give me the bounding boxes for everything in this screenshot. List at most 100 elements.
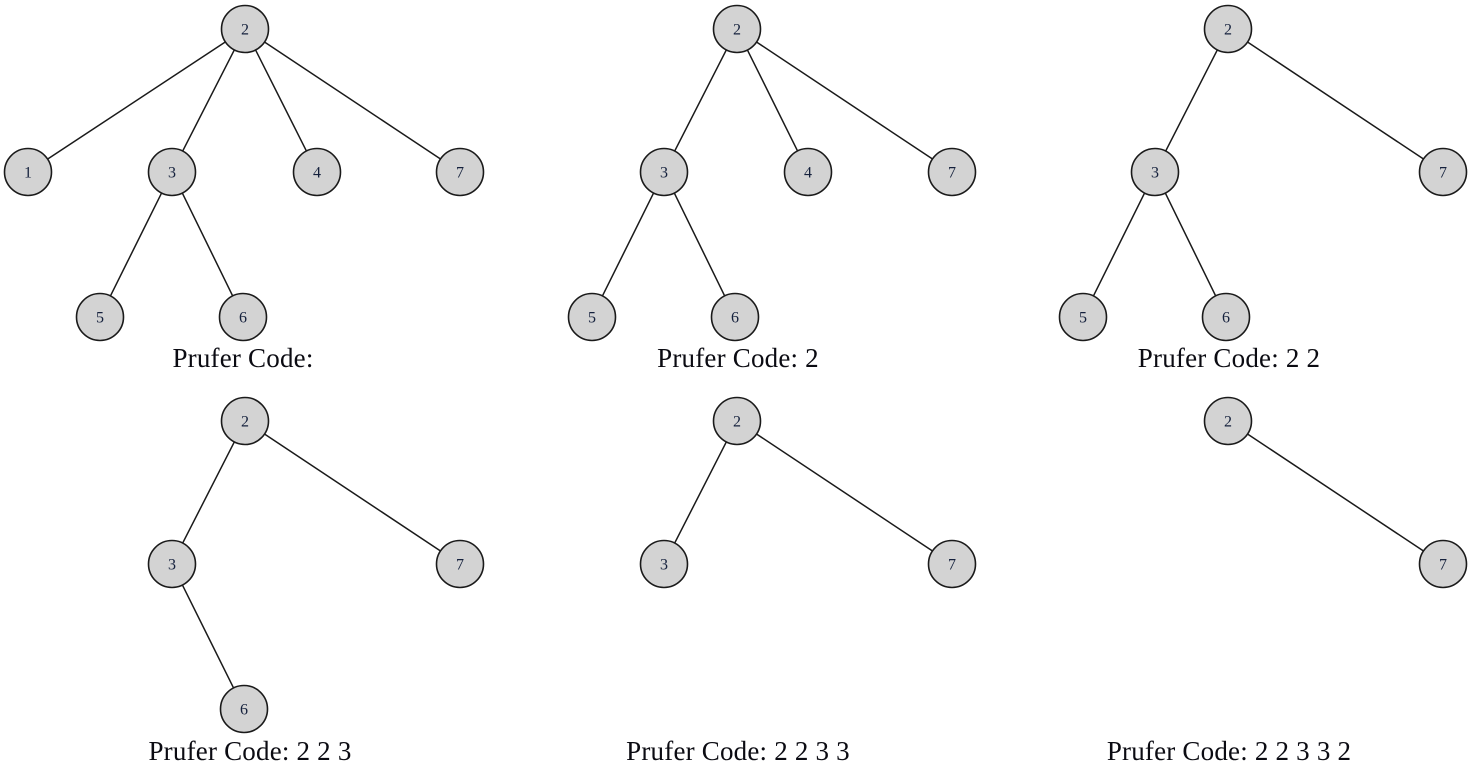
- node-circle-4[interactable]: [783, 147, 833, 197]
- edge-2-3: [673, 440, 728, 545]
- node-circle-5[interactable]: [567, 292, 617, 342]
- panel-4-caption: Prufer Code: 2 2 3: [148, 736, 352, 766]
- node-2[interactable]: 2: [1203, 4, 1253, 54]
- node-3[interactable]: 3: [147, 147, 197, 197]
- node-6[interactable]: 6: [218, 292, 268, 342]
- edge-2-3: [181, 440, 236, 545]
- node-label-6: 6: [240, 702, 248, 719]
- edge-2-3: [181, 48, 236, 153]
- node-label-6: 6: [731, 310, 739, 327]
- edge-3-5: [1092, 191, 1146, 298]
- node-circle-5[interactable]: [1058, 292, 1108, 342]
- panel-3-caption: Prufer Code: 2 2: [1137, 343, 1321, 373]
- node-circle-1[interactable]: [3, 147, 53, 197]
- node-label-7: 7: [948, 165, 956, 182]
- node-7[interactable]: 7: [435, 539, 485, 589]
- node-5[interactable]: 5: [75, 292, 125, 342]
- node-6[interactable]: 6: [1201, 292, 1251, 342]
- edge-2-7: [754, 40, 935, 161]
- node-circle-3[interactable]: [147, 147, 197, 197]
- node-3[interactable]: 3: [1130, 147, 1180, 197]
- node-6[interactable]: 6: [219, 684, 269, 734]
- panel-6-caption: Prufer Code: 2 2 3 3 2: [1106, 736, 1352, 766]
- node-4[interactable]: 4: [783, 147, 833, 197]
- node-circle-7[interactable]: [1418, 539, 1468, 589]
- edge-2-7: [1245, 432, 1426, 553]
- node-label-3: 3: [168, 165, 176, 182]
- node-circle-6[interactable]: [1201, 292, 1251, 342]
- node-5[interactable]: 5: [1058, 292, 1108, 342]
- node-circle-6[interactable]: [219, 684, 269, 734]
- node-7[interactable]: 7: [927, 147, 977, 197]
- edge-2-3: [1164, 48, 1219, 153]
- node-circle-2[interactable]: [1203, 396, 1253, 446]
- node-label-5: 5: [1079, 310, 1087, 327]
- node-circle-7[interactable]: [927, 147, 977, 197]
- edge-3-6: [673, 191, 726, 298]
- node-circle-6[interactable]: [218, 292, 268, 342]
- node-circle-2[interactable]: [220, 4, 270, 54]
- node-circle-2[interactable]: [712, 396, 762, 446]
- node-label-5: 5: [588, 310, 596, 327]
- edge-2-7: [754, 432, 935, 553]
- node-circle-3[interactable]: [1130, 147, 1180, 197]
- node-circle-3[interactable]: [639, 147, 689, 197]
- edge-2-4: [254, 48, 308, 153]
- node-label-4: 4: [313, 165, 321, 182]
- node-7[interactable]: 7: [1418, 147, 1468, 197]
- node-circle-4[interactable]: [292, 147, 342, 197]
- node-6[interactable]: 6: [710, 292, 760, 342]
- node-circle-6[interactable]: [710, 292, 760, 342]
- node-2[interactable]: 2: [220, 396, 270, 446]
- node-3[interactable]: 3: [639, 539, 689, 589]
- node-label-3: 3: [168, 557, 176, 574]
- node-label-5: 5: [96, 310, 104, 327]
- node-circle-2[interactable]: [1203, 4, 1253, 54]
- node-label-2: 2: [241, 414, 249, 431]
- node-7[interactable]: 7: [927, 539, 977, 589]
- node-1[interactable]: 1: [3, 147, 53, 197]
- node-3[interactable]: 3: [639, 147, 689, 197]
- node-circle-7[interactable]: [435, 147, 485, 197]
- node-circle-2[interactable]: [220, 396, 270, 446]
- node-circle-3[interactable]: [147, 539, 197, 589]
- node-label-2: 2: [733, 22, 741, 39]
- node-label-2: 2: [241, 22, 249, 39]
- node-5[interactable]: 5: [567, 292, 617, 342]
- node-2[interactable]: 2: [1203, 396, 1253, 446]
- edge-2-7: [262, 432, 443, 553]
- node-7[interactable]: 7: [435, 147, 485, 197]
- node-2[interactable]: 2: [220, 4, 270, 54]
- node-circle-7[interactable]: [435, 539, 485, 589]
- node-label-7: 7: [1439, 165, 1447, 182]
- edge-2-1: [46, 40, 227, 161]
- node-label-6: 6: [239, 310, 247, 327]
- edge-2-7: [1245, 40, 1426, 161]
- node-circle-2[interactable]: [712, 4, 762, 54]
- node-7[interactable]: 7: [1418, 539, 1468, 589]
- node-2[interactable]: 2: [712, 4, 762, 54]
- node-label-7: 7: [456, 165, 464, 182]
- node-circle-5[interactable]: [75, 292, 125, 342]
- node-label-3: 3: [660, 165, 668, 182]
- node-label-3: 3: [660, 557, 668, 574]
- node-label-2: 2: [1224, 414, 1232, 431]
- node-label-2: 2: [1224, 22, 1232, 39]
- node-circle-7[interactable]: [927, 539, 977, 589]
- node-label-7: 7: [1439, 557, 1447, 574]
- node-4[interactable]: 4: [292, 147, 342, 197]
- node-circle-3[interactable]: [639, 539, 689, 589]
- node-3[interactable]: 3: [147, 539, 197, 589]
- node-label-7: 7: [456, 557, 464, 574]
- node-2[interactable]: 2: [712, 396, 762, 446]
- node-label-1: 1: [24, 165, 32, 182]
- node-circle-7[interactable]: [1418, 147, 1468, 197]
- panel-1-caption: Prufer Code:: [172, 343, 314, 373]
